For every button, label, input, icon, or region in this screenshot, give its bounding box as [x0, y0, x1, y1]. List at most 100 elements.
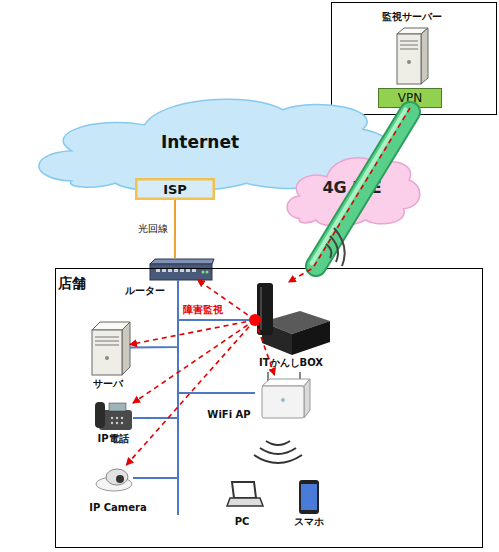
server-slot — [95, 345, 119, 346]
router-top — [150, 259, 214, 264]
phone-key — [121, 417, 123, 419]
phone-key — [116, 422, 118, 424]
router-node: ルーター — [150, 258, 214, 280]
node-label: ITかんしBOX — [259, 358, 323, 368]
box-front — [262, 322, 292, 355]
monitor-box-node: ITかんしBOX — [255, 282, 330, 355]
ap-side — [304, 379, 310, 418]
monitoring-arrow — [126, 320, 255, 465]
lte-cloud: 4G LTE — [283, 148, 420, 228]
node-label: PC — [235, 517, 250, 527]
node-label: ルーター — [125, 286, 165, 296]
laptop-screen — [232, 482, 256, 498]
wifi-wave — [254, 455, 302, 463]
laptop-base — [227, 498, 263, 506]
edge-label: 光回線 — [138, 224, 168, 234]
ip-phone-icon — [95, 402, 132, 430]
store-server-icon — [92, 322, 130, 375]
camera-base — [96, 477, 132, 491]
phone-key — [121, 422, 123, 424]
laptop-icon — [227, 482, 263, 506]
ap-antenna — [299, 372, 301, 382]
server-side — [421, 28, 428, 84]
vpn-tunnel — [316, 112, 410, 266]
monitor-point — [249, 314, 261, 326]
pc-node: PC — [226, 482, 262, 506]
ap-antenna — [267, 372, 269, 382]
monitoring-label: 障害監視 — [183, 305, 223, 315]
wifi-wave — [266, 441, 290, 445]
server-slot — [95, 337, 119, 338]
monitor-server-icon — [397, 28, 428, 84]
phone-handset — [95, 402, 105, 428]
node-label: VPN — [398, 92, 422, 104]
node-label: 4G LTE — [322, 180, 381, 196]
smartphone-node: スマホ — [299, 480, 319, 514]
lan-line — [133, 280, 178, 418]
router-led — [202, 271, 205, 274]
server-light — [407, 60, 411, 64]
box-antenna — [257, 283, 273, 335]
router-port — [174, 268, 178, 272]
vpn-box: VPN — [378, 88, 442, 108]
antenna-highlight — [260, 287, 262, 330]
camera-lens — [116, 475, 124, 483]
node-label: サーバ — [93, 379, 123, 389]
router-port — [192, 268, 196, 272]
lan-line — [130, 280, 178, 347]
monitor-box-icon — [257, 283, 330, 355]
phone-key — [111, 417, 113, 419]
lan-bus-tail — [177, 478, 179, 515]
ap-led — [281, 398, 285, 402]
phone-body — [99, 410, 132, 430]
router-port — [168, 268, 172, 272]
monitoring-arrow — [133, 320, 255, 403]
phone-key — [116, 417, 118, 419]
server-slot — [400, 49, 418, 50]
server-slot — [95, 341, 119, 342]
router-port — [180, 268, 184, 272]
lan-line — [178, 280, 255, 393]
lte-signal-wave — [326, 244, 331, 258]
ap-top — [262, 379, 310, 386]
server-top — [92, 322, 130, 330]
wifi-ap-icon — [254, 372, 310, 463]
server-slot — [400, 41, 418, 42]
box-top — [262, 311, 330, 334]
lte-signal-wave — [334, 228, 345, 266]
isp-box: ISP — [135, 178, 215, 200]
vpn-tunnel-highlight — [312, 109, 406, 263]
box-side — [292, 321, 330, 355]
node-label: IP電話 — [97, 434, 128, 444]
node-label: IP Camera — [89, 503, 147, 513]
phone-screen — [109, 403, 126, 411]
ip-phone-node: IP電話 — [95, 400, 133, 432]
cloud-shape — [287, 158, 420, 226]
server-slot — [400, 45, 418, 46]
server-light — [105, 356, 109, 360]
monitoring-arrow — [130, 320, 255, 345]
ip-camera-icon — [96, 469, 132, 491]
node-label: WiFi AP — [207, 410, 250, 420]
router-port — [186, 268, 190, 272]
phone-case — [299, 480, 319, 514]
server-top — [397, 28, 428, 34]
server-front — [397, 34, 421, 84]
node-label: スマホ — [294, 517, 324, 527]
wifi-ap-node: WiFi AP — [255, 375, 310, 420]
phone-display — [301, 484, 317, 510]
lte-signal-wave — [330, 236, 338, 262]
router-icon — [150, 259, 214, 280]
vpn-monitor-link — [289, 108, 410, 282]
node-label: 監視サーバー — [382, 12, 442, 22]
node-label: 店舗 — [58, 276, 86, 290]
lan-line — [178, 280, 255, 320]
store-box: 店舗ルーター ITかんしBOX サーバ IP電話 IP Camera WiFi AP PC ス… — [55, 268, 483, 548]
monitoring-arrow — [255, 320, 275, 375]
vpn-tunnel-outline — [316, 112, 410, 266]
server-node: サーバ — [90, 322, 130, 375]
ap-front — [262, 386, 304, 418]
